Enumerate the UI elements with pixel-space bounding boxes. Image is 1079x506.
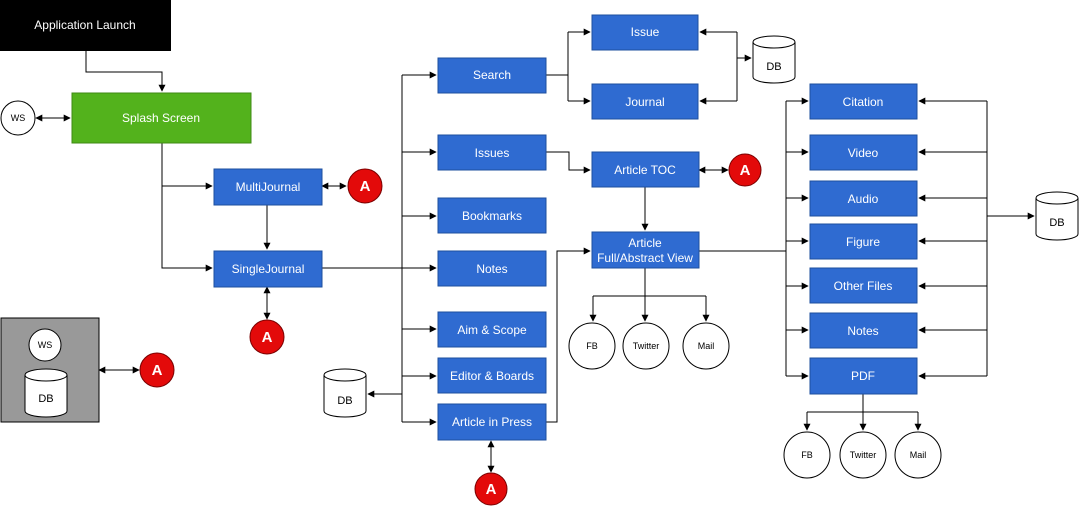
badge-offline: A xyxy=(139,352,175,388)
badge-singlejournal: A xyxy=(249,319,285,355)
editor-boards-label: Editor & Boards xyxy=(450,369,534,383)
article-toc-node: Article TOC xyxy=(591,151,700,188)
db-gray-icon xyxy=(24,368,68,418)
bookmarks-node: Bookmarks xyxy=(437,197,547,234)
journal-node: Journal xyxy=(591,83,699,120)
audio-label: Audio xyxy=(848,192,879,206)
fb-label-1: FB xyxy=(586,341,598,351)
multijournal-node: MultiJournal xyxy=(213,168,323,206)
editor-boards-node: Editor & Boards xyxy=(437,357,547,394)
mail-label-1: Mail xyxy=(698,341,715,351)
singlejournal-node: SingleJournal xyxy=(213,250,323,288)
article-view-label-line2: Full/Abstract View xyxy=(597,251,693,265)
badge-article-in-press: A xyxy=(474,472,508,506)
bookmarks-label: Bookmarks xyxy=(462,209,522,223)
share-circles-pdf: FB Twitter Mail xyxy=(783,431,942,479)
db-right-label: DB xyxy=(1049,217,1064,229)
other-files-node: Other Files xyxy=(809,267,918,304)
splash-screen-label: Splash Screen xyxy=(122,111,200,125)
db-gray-label: DB xyxy=(38,393,53,405)
video-label: Video xyxy=(848,146,879,160)
article-in-press-label: Article in Press xyxy=(452,415,532,429)
article-toc-label: Article TOC xyxy=(614,163,676,177)
article-in-press-node: Article in Press xyxy=(437,403,547,441)
app-launch-node: Application Launch xyxy=(0,0,171,51)
notes-mid-label: Notes xyxy=(476,262,507,276)
other-files-label: Other Files xyxy=(834,279,893,293)
multijournal-label: MultiJournal xyxy=(236,180,301,194)
notes-mid-node: Notes xyxy=(437,250,547,287)
twitter-label-1: Twitter xyxy=(633,341,660,351)
singlejournal-label: SingleJournal xyxy=(232,262,305,276)
db-right-node: DB xyxy=(1035,191,1079,241)
ws-left-label: WS xyxy=(11,113,26,123)
badge-multijournal: A xyxy=(347,168,383,204)
aim-scope-node: Aim & Scope xyxy=(437,311,547,348)
svg-text:A: A xyxy=(740,162,751,179)
notes-right-node: Notes xyxy=(809,312,918,349)
issue-label: Issue xyxy=(631,25,660,39)
svg-text:A: A xyxy=(486,481,497,498)
db-mid-label: DB xyxy=(337,395,352,407)
mail-label-2: Mail xyxy=(910,450,927,460)
figure-node: Figure xyxy=(809,223,918,260)
app-launch-label: Application Launch xyxy=(34,18,135,32)
article-view-label-line1: Article xyxy=(628,236,662,250)
notes-right-label: Notes xyxy=(847,324,878,338)
badge-article-toc: A xyxy=(728,153,762,187)
pdf-node: PDF xyxy=(809,357,918,395)
issues-node: Issues xyxy=(437,134,547,171)
ws-gray-label: WS xyxy=(38,340,53,350)
audio-node: Audio xyxy=(809,180,918,217)
share-circles-article: FB Twitter Mail xyxy=(568,322,730,370)
db-top-node: DB xyxy=(752,35,796,84)
search-label: Search xyxy=(473,68,511,82)
aim-scope-label: Aim & Scope xyxy=(457,323,527,337)
ws-left-node: WS xyxy=(0,100,36,136)
pdf-label: PDF xyxy=(851,369,875,383)
twitter-label-2: Twitter xyxy=(850,450,877,460)
article-view-node: Article Full/Abstract View xyxy=(591,231,700,269)
db-mid-node: DB xyxy=(323,368,367,418)
fb-label-2: FB xyxy=(801,450,813,460)
connectors xyxy=(35,28,1035,473)
citation-node: Citation xyxy=(809,83,918,120)
citation-label: Citation xyxy=(843,95,884,109)
issues-label: Issues xyxy=(475,146,510,160)
figure-label: Figure xyxy=(846,235,880,249)
db-top-label: DB xyxy=(766,61,781,73)
offline-group: WS DB xyxy=(0,317,100,423)
issue-node: Issue xyxy=(591,14,699,51)
journal-label: Journal xyxy=(625,95,664,109)
svg-text:A: A xyxy=(262,329,273,346)
splash-screen-node: Splash Screen xyxy=(71,92,252,144)
svg-text:A: A xyxy=(360,178,371,195)
svg-text:A: A xyxy=(152,362,163,379)
video-node: Video xyxy=(809,134,918,171)
search-node: Search xyxy=(437,57,547,94)
